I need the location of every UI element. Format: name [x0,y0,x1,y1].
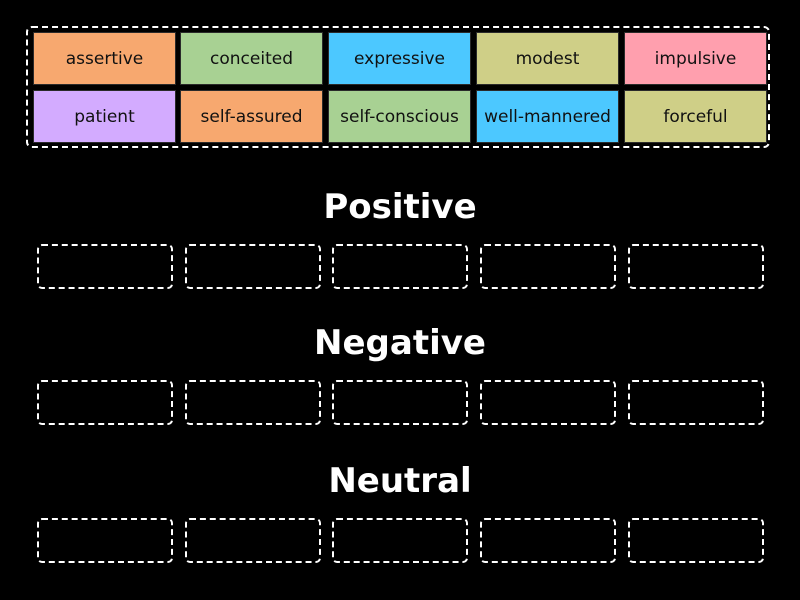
drop-slot-negative-3[interactable] [332,380,468,425]
word-tile-forceful[interactable]: forceful [624,90,767,143]
word-bank [26,26,770,148]
word-tile-expressive[interactable]: expressive [328,32,471,85]
drop-slot-neutral-3[interactable] [332,518,468,563]
word-tile-modest[interactable]: modest [476,32,619,85]
word-tile-self-conscious[interactable]: self-conscious [328,90,471,143]
drop-slot-neutral-4[interactable] [480,518,616,563]
drop-slot-neutral-1[interactable] [37,518,173,563]
category-title-neutral: Neutral [328,461,472,501]
drop-slot-positive-1[interactable] [37,244,173,289]
drop-slot-negative-4[interactable] [480,380,616,425]
word-tile-patient[interactable]: patient [33,90,176,143]
drop-slot-negative-2[interactable] [185,380,321,425]
drop-slot-negative-5[interactable] [628,380,764,425]
word-tile-self-assured[interactable]: self-assured [180,90,323,143]
drop-slot-negative-1[interactable] [37,380,173,425]
drop-slot-positive-2[interactable] [185,244,321,289]
word-tile-well-mannered[interactable]: well-mannered [476,90,619,143]
drop-slot-positive-4[interactable] [480,244,616,289]
category-title-positive: Positive [323,187,477,227]
word-tile-conceited[interactable]: conceited [180,32,323,85]
word-tile-assertive[interactable]: assertive [33,32,176,85]
category-title-negative: Negative [314,323,486,363]
drop-slot-neutral-2[interactable] [185,518,321,563]
drop-slot-positive-5[interactable] [628,244,764,289]
drop-slot-neutral-5[interactable] [628,518,764,563]
drop-slot-positive-3[interactable] [332,244,468,289]
word-tile-impulsive[interactable]: impulsive [624,32,767,85]
